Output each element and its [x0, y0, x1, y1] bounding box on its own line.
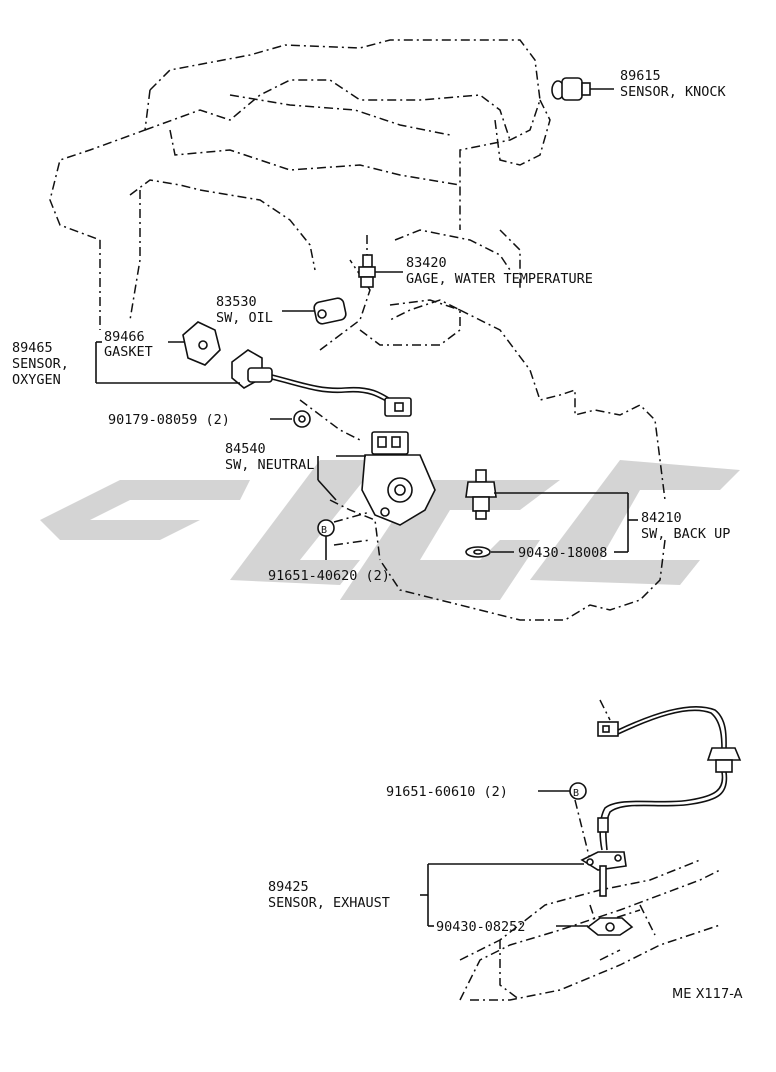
backup-gasket-label: 90430-18008: [518, 545, 607, 561]
knock-sensor-icon: [551, 77, 614, 101]
gasket-number: 89466: [104, 329, 145, 345]
nut-icon: [270, 410, 311, 428]
oxygen-sensor-number: 89465: [12, 340, 53, 356]
exhaust-pipe-outline: [459, 799, 721, 1001]
backup-gasket-icon: [465, 546, 628, 558]
exhaust-gasket-label: 90430-08252: [436, 919, 525, 935]
labels: 89615 SENSOR, KNOCK 83420 GAGE, WATER TE…: [12, 68, 743, 1002]
diagram-code: ME X117-A: [672, 987, 743, 1002]
exhaust-sensor-bracket: [420, 863, 584, 927]
bolt-marker-2: B: [573, 788, 579, 799]
water-temp-gage-name: GAGE, WATER TEMPERATURE: [406, 271, 593, 287]
neutral-bolt-label: 91651-40620 (2): [268, 568, 390, 584]
exhaust-bolt-icon: B: [538, 782, 587, 800]
exhaust-bolt-label: 91651-60610 (2): [386, 784, 508, 800]
gasket-icon: [168, 321, 221, 366]
backup-switch-name: SW, BACK UP: [641, 526, 730, 542]
watermark-logo: [40, 460, 740, 600]
backup-switch-number: 84210: [641, 510, 682, 526]
exhaust-sensor-icon: [580, 706, 742, 897]
water-temp-gage-number: 83420: [406, 255, 447, 271]
neutral-switch-name: SW, NEUTRAL: [225, 457, 314, 473]
oil-switch-icon: [282, 297, 347, 325]
oxygen-sensor-bracket: [95, 341, 240, 384]
knock-sensor-number: 89615: [620, 68, 661, 84]
oxygen-sensor-name-1: SENSOR,: [12, 356, 69, 372]
exhaust-sensor-name: SENSOR, EXHAUST: [268, 895, 390, 911]
oil-switch-name: SW, OIL: [216, 310, 273, 326]
bolt-marker-1: B: [321, 525, 327, 536]
oxygen-sensor-icon: [231, 349, 412, 417]
backup-switch-icon: [465, 469, 638, 552]
gasket-name: GASKET: [104, 344, 153, 360]
exhaust-gasket-icon: [556, 917, 634, 936]
engine-outline: [49, 39, 666, 721]
neutral-bolt-icon: B: [317, 511, 371, 560]
neutral-switch-number: 84540: [225, 441, 266, 457]
nut-label: 90179-08059 (2): [108, 412, 230, 428]
exhaust-sensor-number: 89425: [268, 879, 309, 895]
water-temp-gage-icon: [358, 235, 403, 288]
oil-switch-number: 83530: [216, 294, 257, 310]
neutral-switch-icon: [317, 431, 436, 526]
knock-sensor-name: SENSOR, KNOCK: [620, 84, 727, 100]
oxygen-sensor-name-2: OXYGEN: [12, 372, 61, 388]
